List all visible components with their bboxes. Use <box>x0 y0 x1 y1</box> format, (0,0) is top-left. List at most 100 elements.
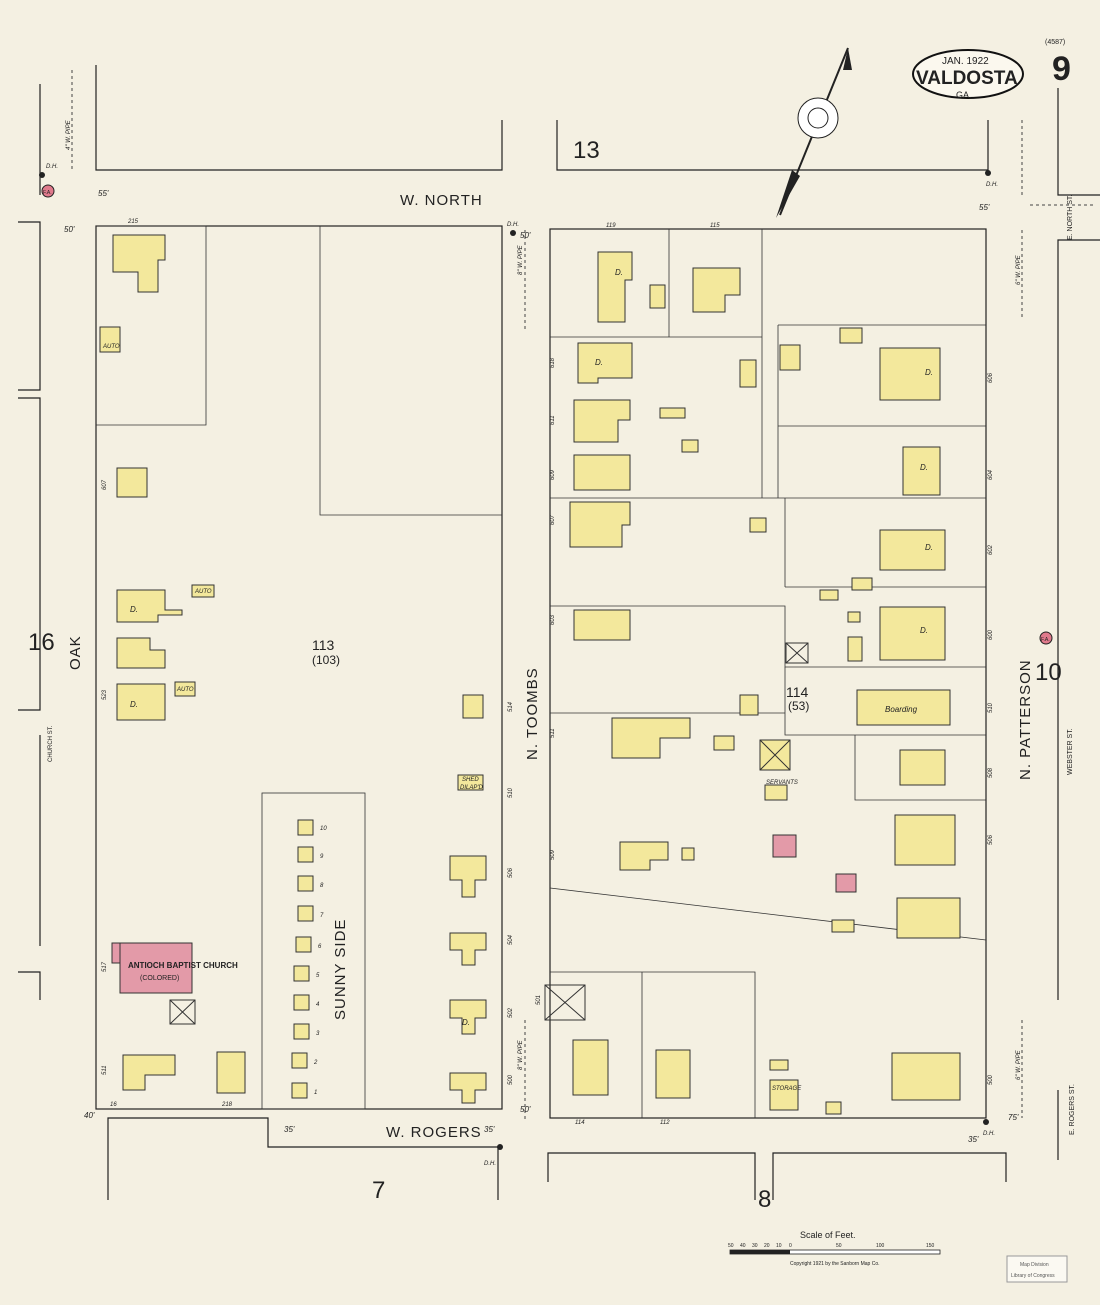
house-number: 6 <box>318 944 322 950</box>
buildings-block-113 <box>99 234 487 1104</box>
dwelling-label: D. <box>130 605 138 614</box>
street-w-rogers: W. ROGERS <box>386 1124 482 1141</box>
scale-tick: 20 <box>764 1243 770 1249</box>
house-number: 603 <box>550 614 556 625</box>
pipe-label: 4" W. PIPE <box>66 119 72 150</box>
house-number: 508 <box>988 767 994 778</box>
house-number: 506 <box>988 834 994 845</box>
house-number: 501 <box>536 995 542 1005</box>
copyright: Copyright 1921 by the Sanborn Map Co. <box>790 1261 880 1267</box>
dwelling-label: D. <box>920 463 928 472</box>
fire-alarm-icon <box>1039 631 1053 645</box>
house-number: 607 <box>102 479 108 490</box>
boarding-label: Boarding <box>885 705 918 714</box>
house-number: 2 <box>313 1060 318 1066</box>
sunny-side-label: SUNNY SIDE <box>332 919 349 1020</box>
scale-tick: 10 <box>776 1243 782 1249</box>
house-number: 115 <box>710 223 720 229</box>
street-e-north-st: E. NORTH ST. <box>1067 195 1074 240</box>
map-city: VALDOSTA <box>916 68 1018 89</box>
hydrant-label: D.H. <box>46 164 58 170</box>
sheet-code: (4587) <box>1045 39 1065 46</box>
street-oak: OAK <box>67 635 84 670</box>
shed-label: SHED <box>462 777 479 783</box>
church-note: (COLORED) <box>140 975 179 982</box>
house-number: 3 <box>316 1031 320 1037</box>
house-number: 517 <box>102 961 108 972</box>
hydrant-label: D.H. <box>983 1131 995 1137</box>
hydrant-label: D.H. <box>986 182 998 188</box>
block-114: 114 <box>786 684 809 700</box>
street-church-st: CHURCH ST. <box>48 725 54 762</box>
title-cartouche: JAN. 1922 VALDOSTA GA. 9 (4587) <box>912 39 1071 100</box>
sheet-ref-bottom-left: 7 <box>372 1177 385 1204</box>
house-number: 511 <box>550 728 556 738</box>
house-number: 112 <box>660 1120 670 1126</box>
dwelling-label: D. <box>615 268 623 277</box>
street-n-patterson: N. PATTERSON <box>1017 659 1034 780</box>
block-113-old: (103) <box>312 653 340 667</box>
pipe-label: 8" W. PIPE <box>518 1039 524 1070</box>
fire-alarm-label: F.A. <box>43 190 52 196</box>
dwelling-label: D. <box>595 358 603 367</box>
adjacent-sheets: 13 16 10 7 8 <box>28 137 1062 1213</box>
house-number: 119 <box>606 223 616 229</box>
hydrant-label: D.H. <box>484 1161 496 1167</box>
map-date: JAN. 1922 <box>942 56 989 67</box>
scale-tick: 50 <box>836 1243 842 1249</box>
house-number: 606 <box>988 372 994 383</box>
house-number: 523 <box>102 689 108 700</box>
building-labels: ANTIOCH BAPTIST CHURCH (COLORED) Boardin… <box>102 268 933 1092</box>
house-number: 16 <box>110 1102 117 1108</box>
auto-label: AUTO <box>102 344 120 350</box>
map-state: GA. <box>956 90 972 100</box>
street-width: 40' <box>84 1111 95 1120</box>
house-number: 114 <box>575 1120 585 1126</box>
hydrant-icon <box>39 172 45 178</box>
house-number: 506 <box>508 867 514 878</box>
storage-label: STORAGE <box>772 1086 802 1092</box>
house-number: 602 <box>988 544 994 555</box>
house-number: 7 <box>320 913 324 919</box>
fire-alarm-icon <box>41 184 55 198</box>
street-width: 55' <box>98 189 109 198</box>
house-number: 509 <box>550 849 556 860</box>
scale-bar: Scale of Feet. 50 40 30 20 10 0 50 100 1… <box>728 1230 941 1267</box>
house-number: 514 <box>508 701 514 712</box>
house-number: 611 <box>550 415 556 425</box>
stamp-line-2: Library of Congress <box>1011 1273 1055 1279</box>
street-width: 55' <box>979 203 990 212</box>
street-e-rogers-st: E. ROGERS ST. <box>1069 1084 1076 1135</box>
street-webster-st: WEBSTER ST. <box>1067 728 1074 775</box>
house-number: 4 <box>316 1002 320 1008</box>
dwelling-label: D. <box>130 700 138 709</box>
house-number: 510 <box>508 787 514 798</box>
block-numbers: 113 (103) 114 (53) <box>312 637 809 713</box>
scale-tick: 0 <box>789 1243 792 1249</box>
auto-label: AUTO <box>176 687 194 693</box>
dwelling-label: D. <box>925 543 933 552</box>
stamp-line-1: Map Division <box>1020 1262 1049 1268</box>
pipe-label: 6" W. PIPE <box>1016 1049 1022 1080</box>
street-w-north: W. NORTH <box>400 192 483 209</box>
scale-tick: 40 <box>740 1243 746 1249</box>
street-width: 35' <box>284 1125 295 1134</box>
street-names: W. NORTH W. ROGERS OAK N. TOOMBS N. PATT… <box>48 192 1076 1141</box>
scale-tick: 100 <box>876 1243 885 1249</box>
sheet-ref-top: 13 <box>573 137 600 164</box>
street-width: 35' <box>484 1125 495 1134</box>
block-113: 113 <box>312 637 335 653</box>
hydrant-label: D.H. <box>507 222 519 228</box>
house-number: 215 <box>127 219 139 225</box>
house-number: 618 <box>550 357 556 368</box>
house-number: 511 <box>102 1065 108 1075</box>
scale-title: Scale of Feet. <box>800 1230 856 1240</box>
block-114-old: (53) <box>788 699 809 713</box>
house-number: 504 <box>508 934 514 945</box>
street-width: 50' <box>64 225 75 234</box>
sheet-ref-bottom-right: 8 <box>758 1186 771 1213</box>
scale-tick: 150 <box>926 1243 935 1249</box>
fire-alarm-label: F.A. <box>1041 637 1050 643</box>
house-number: 218 <box>221 1102 233 1108</box>
